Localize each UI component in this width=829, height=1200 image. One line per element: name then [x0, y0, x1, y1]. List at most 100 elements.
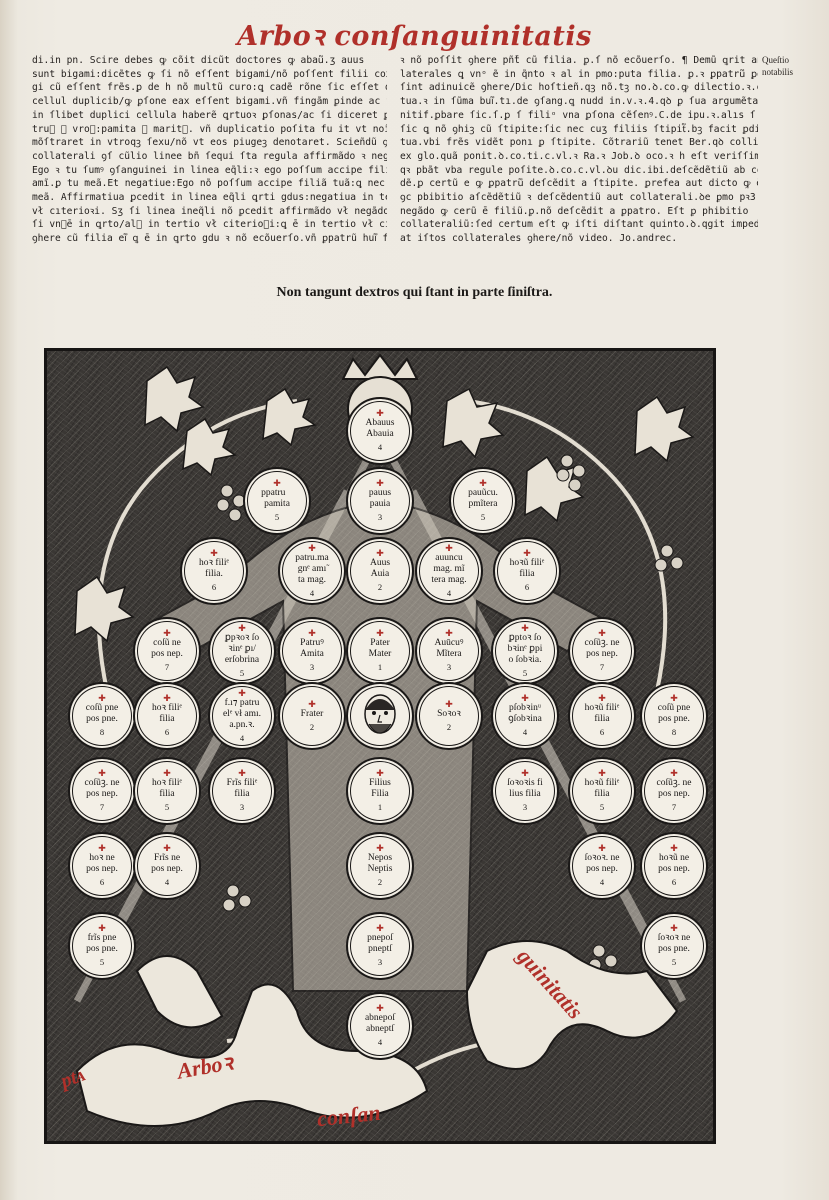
node-degree: 2 [309, 721, 315, 732]
node-label: gnᵉ amı̃ [297, 563, 327, 574]
text-line: mõſtraret in vtroqꝫ ſexu/nõ vt eos piuge… [32, 137, 387, 149]
node-label: pos nep. [586, 649, 618, 659]
cross-mark-icon: ✚ [445, 542, 453, 553]
node-degree: 5 [599, 802, 605, 812]
marginal-note-line: notabilis [762, 67, 793, 77]
node-degree: 4 [599, 877, 605, 887]
text-line: dẽ.ꝑ certũ e ꝙ ꝑpatru᷑ deſcẽdit a ſtipit… [400, 178, 758, 190]
node-label: hoꝛũ ne [658, 853, 690, 863]
cross-mark-icon: ✚ [479, 478, 487, 488]
node-label: Mĩtera [436, 649, 462, 659]
cross-mark-icon: ✚ [445, 698, 453, 709]
node-label: pos pne. [86, 714, 118, 724]
node-label: filia [159, 714, 175, 724]
node-label: pos nep. [658, 789, 690, 799]
cross-mark-icon: ✚ [670, 693, 678, 703]
motto-line: Non tangunt dextros qui ſtant in parte ſ… [276, 285, 553, 300]
node-label: pos nep. [86, 864, 118, 874]
cross-mark-icon: ✚ [238, 622, 246, 633]
cross-mark-icon: ✚ [238, 687, 246, 698]
node-label: filia. [205, 569, 223, 579]
marginal-note: Queſtio notabilis [762, 54, 824, 78]
cross-mark-icon: ✚ [598, 628, 606, 638]
cross-mark-icon: ✚ [521, 622, 529, 633]
node-label: hoꝛ filiᵉ [152, 778, 182, 788]
tree-node-ego-face [346, 682, 414, 750]
node-label: frĩs pne [87, 933, 117, 943]
node-label: pos nep. [658, 864, 690, 874]
node-degree: 5 [480, 512, 486, 522]
text-line: at iſtos collaterales ꝯhere/nõ video. Jo… [400, 233, 678, 245]
node-label: ſoꝛoꝛ ne [657, 933, 691, 943]
node-label: hoꝛũ filiᵉ [584, 778, 620, 788]
text-line: cellul duplicib/ꝙ ꝑſone eax eſſent bigam… [32, 96, 387, 108]
node-degree: 5 [522, 667, 528, 678]
text-line: gi cũ eſſent frẽs.ꝑ de h nõ multũ curo:ꝗ… [32, 82, 387, 94]
cross-mark-icon: ✚ [98, 768, 106, 778]
node-degree: 3 [239, 802, 245, 812]
node-label: f.ı⁊ patru [224, 697, 260, 708]
node-label: coſũꝫ. ne [584, 638, 620, 648]
node-label: filia [234, 789, 250, 799]
node-label: filia [159, 789, 175, 799]
node-label: pos nep. [586, 864, 618, 874]
cross-mark-icon: ✚ [376, 548, 384, 558]
node-label: filia [519, 569, 535, 579]
node-label: ta mag. [298, 574, 326, 585]
node-label: ppatru᷑ [261, 488, 293, 498]
node-label: pauia [369, 499, 391, 509]
node-degree: 8 [99, 727, 105, 737]
text-line: ꝯc pbibitio aſcẽdẽtiũ ꝛ deſcẽdentiũ aut … [400, 192, 756, 204]
node-label: a.pn.ꝛ. [229, 719, 255, 730]
node-label: filia [594, 714, 610, 724]
node-degree: 2 [377, 877, 383, 887]
node-degree: 3 [446, 662, 452, 672]
node-degree: 4 [377, 442, 383, 452]
node-label: pos nep. [151, 864, 183, 874]
node-label: pos nep. [151, 649, 183, 659]
cross-mark-icon: ✚ [523, 548, 531, 558]
text-line: tua.ꝛ in ſũma bui᷑.tı.de ꝯſang.ꝗ nudd in… [400, 96, 758, 108]
node-degree: 3 [522, 802, 528, 812]
cross-mark-icon: ✚ [238, 768, 246, 778]
text-line: ſic ꝗ nõ ꝯhiꝫ cũ ſtipite:ſic nec cuʒ fil… [400, 123, 758, 135]
node-label: coſũ pne [657, 703, 691, 713]
node-label: Soꝛoꝛ [437, 708, 461, 719]
node-degree: 5 [239, 667, 245, 678]
node-label: pauũcu. [468, 488, 498, 498]
node-label: Auia [370, 569, 390, 579]
node-degree: 5 [99, 957, 105, 967]
node-label: ꝛinᵉ ꝑı/ [228, 643, 256, 654]
node-degree: 8 [671, 727, 677, 737]
right-text-column: ꝛ nõ poſſit ꝯhere pñ̄t cũ filia. ꝑ.ſ nõ … [400, 54, 758, 246]
cross-mark-icon: ✚ [670, 923, 678, 933]
cross-mark-icon: ✚ [308, 698, 316, 709]
cross-mark-icon: ✚ [98, 843, 106, 853]
node-degree: 1 [377, 802, 383, 812]
node-degree: 7 [671, 802, 677, 812]
node-label: tera mag. [431, 574, 467, 585]
text-line: vł cıterioꝛi. Sʒ ſi linea ineq̃li nõ ꝑce… [32, 205, 387, 217]
text-line: ſint adinuicẽ ꝯhere/Dic hoſtieñ.qꝫ nõ.tꝫ… [400, 82, 758, 94]
node-label: ꝑpꝛoꝛ ſo [224, 632, 260, 643]
node-label: abnepoſ [364, 1013, 396, 1023]
crown-shape [341, 353, 419, 380]
node-label: hoꝛũ filiᵉ [584, 703, 620, 713]
node-label: Auūcuꝰ [434, 638, 464, 648]
